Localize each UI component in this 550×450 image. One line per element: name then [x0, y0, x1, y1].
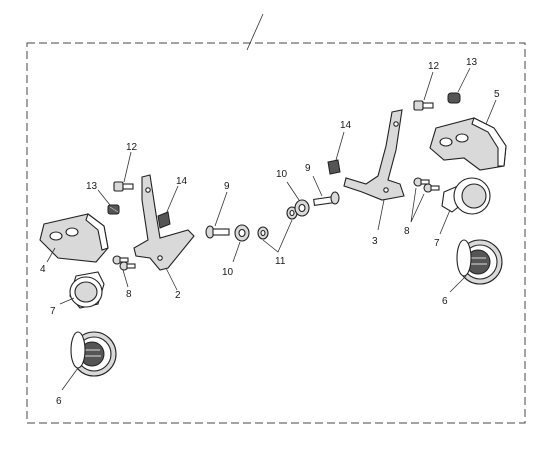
leader-7-left: [59, 297, 75, 305]
callout-7-right: 7: [434, 238, 440, 249]
callout-12-right: 12: [428, 61, 440, 72]
callout-10-right: 10: [276, 169, 288, 180]
callout-7-left: 7: [50, 306, 56, 317]
right-lamp-cover: [429, 117, 507, 171]
left-lamp-bezel: [69, 271, 105, 309]
center-bushing-left: [234, 224, 250, 242]
callout-10-left: 10: [222, 267, 234, 278]
left-lamp-cover: [39, 213, 109, 263]
leader-9-right: [312, 175, 323, 197]
leader-10-right: [286, 181, 300, 201]
callout-12-left: 12: [126, 142, 138, 153]
right-mounting-bracket: [343, 109, 405, 201]
left-mounting-bracket: [133, 174, 195, 271]
leader-14-left: [165, 185, 179, 215]
callout-9-left: 9: [224, 181, 230, 192]
right-clip: [327, 159, 341, 175]
right-fog-lamp: [456, 239, 503, 285]
leader-5: [485, 99, 497, 125]
callout-14-left: 14: [176, 176, 188, 187]
callout-13-right: 13: [466, 57, 478, 68]
left-screws: [112, 255, 136, 271]
left-clip: [157, 211, 171, 229]
leader-12-left: [123, 151, 132, 183]
left-fog-lamp: [70, 331, 117, 377]
leader-13-left: [97, 189, 111, 206]
center-bushing-right: [294, 199, 310, 217]
callout-8-left: 8: [126, 289, 132, 300]
callout-9-right: 9: [305, 163, 311, 174]
callout-2: 2: [175, 290, 181, 301]
callout-8-right: 8: [404, 226, 410, 237]
left-nut: [107, 204, 120, 215]
cut-line: [246, 13, 264, 51]
leader-11: [262, 219, 293, 253]
callout-4: 4: [40, 264, 46, 275]
callout-11: 11: [275, 256, 286, 267]
leader-7-right: [439, 209, 451, 235]
callout-3: 3: [372, 236, 378, 247]
leader-14-right: [335, 131, 345, 161]
callout-6-left: 6: [56, 396, 62, 407]
leader-9-left: [214, 191, 228, 227]
left-bolt-12: [113, 181, 134, 192]
center-bolt-9-right: [313, 191, 340, 206]
leader-12-right: [423, 71, 434, 101]
right-nut: [447, 92, 461, 104]
center-bolt-9-left: [205, 225, 230, 239]
center-nut-left: [257, 226, 269, 240]
leader-6-right: [449, 275, 467, 293]
leader-8-left: [122, 269, 129, 288]
leader-2: [165, 267, 178, 291]
leader-3: [377, 199, 385, 231]
boundary-frame: [26, 42, 526, 424]
callout-13-left: 13: [86, 181, 98, 192]
leader-6-left: [61, 367, 79, 391]
right-bolt-12: [413, 100, 434, 111]
callout-14-right: 14: [340, 120, 352, 131]
right-lamp-bezel: [441, 177, 491, 215]
leader-10-left: [232, 241, 241, 263]
leader-4: [46, 247, 56, 263]
right-screws: [413, 177, 440, 193]
leader-13-right: [457, 67, 471, 93]
callout-5: 5: [494, 89, 500, 100]
callout-6-right: 6: [442, 296, 448, 307]
leader-8-right: [410, 187, 425, 223]
